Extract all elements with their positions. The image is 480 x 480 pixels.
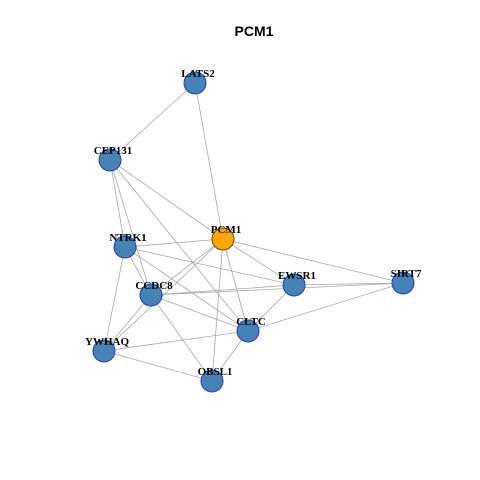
- node-label-ntrk1: NTRK1: [109, 232, 146, 244]
- edge-lats2-pcm1: [194, 82, 224, 240]
- edge-pcm1-sirt7: [222, 238, 404, 284]
- edge-cep131-pcm1: [109, 159, 224, 240]
- edge-pcm1-ewsr1: [222, 238, 295, 286]
- edge-layer: [103, 82, 404, 382]
- edge-ccdc8-obsl1: [150, 294, 213, 382]
- edge-ywhaq-obsl1: [103, 350, 213, 382]
- node-ewsr1[interactable]: [282, 273, 306, 297]
- node-label-sirt7: SIRT7: [391, 268, 422, 280]
- edge-pcm1-obsl1: [211, 238, 224, 382]
- node-cltc[interactable]: [236, 319, 260, 343]
- edge-ewsr1-sirt7: [293, 282, 404, 286]
- node-lats2[interactable]: [183, 71, 207, 95]
- edge-sirt7-ccdc8: [150, 282, 404, 296]
- node-ntrk1[interactable]: [113, 235, 137, 259]
- edge-pcm1-cltc: [222, 238, 249, 332]
- node-label-ccdc8: CCDC8: [135, 280, 173, 292]
- node-sirt7[interactable]: [391, 271, 415, 295]
- node-pcm1[interactable]: [211, 227, 235, 251]
- node-ywhaq[interactable]: [92, 339, 116, 363]
- edge-ccdc8-cltc: [150, 294, 249, 332]
- edge-ewsr1-ccdc8: [150, 284, 295, 296]
- node-cep131[interactable]: [98, 148, 122, 172]
- node-layer: [92, 71, 415, 393]
- diagram-title: PCM1: [235, 23, 274, 39]
- edge-pcm1-ywhaq: [103, 238, 224, 352]
- node-label-ewsr1: EWSR1: [278, 270, 316, 282]
- edge-cep131-ccdc8: [109, 159, 152, 296]
- node-ccdc8[interactable]: [139, 283, 163, 307]
- node-label-cep131: CEP131: [94, 145, 133, 157]
- node-label-cltc: CLTC: [236, 316, 266, 328]
- edge-cep131-cltc: [109, 159, 249, 332]
- edge-ntrk1-cltc: [124, 246, 249, 332]
- node-obsl1[interactable]: [200, 369, 224, 393]
- node-label-pcm1: PCM1: [211, 224, 242, 236]
- node-label-ywhaq: YWHAQ: [85, 336, 129, 348]
- edge-ntrk1-pcm1: [124, 238, 224, 248]
- node-label-lats2: LATS2: [181, 68, 215, 80]
- edge-ntrk1-ywhaq: [103, 246, 126, 352]
- edge-lats2-cep131: [109, 82, 196, 161]
- edge-sirt7-cltc: [247, 282, 404, 332]
- node-label-obsl1: OBSL1: [198, 366, 233, 378]
- edge-ntrk1-ewsr1: [124, 246, 295, 286]
- edge-pcm1-ccdc8: [150, 238, 224, 296]
- edge-cltc-ywhaq: [103, 330, 249, 352]
- edge-cep131-ntrk1: [109, 159, 126, 248]
- edge-ccdc8-ywhaq: [103, 294, 152, 352]
